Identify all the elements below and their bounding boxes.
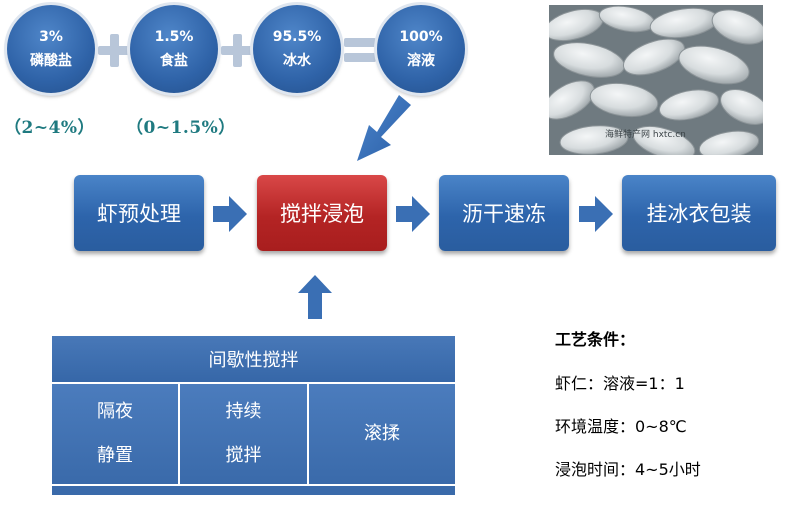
step-glaze-package: 挂冰衣包装	[622, 175, 776, 251]
ingredient-name: 溶液	[407, 53, 435, 69]
ingredient-value: 100%	[399, 29, 443, 45]
ingredient-solution: 100% 溶液	[377, 5, 465, 93]
table-cell-tumble: 滚揉	[309, 384, 455, 484]
arrow-right-icon	[213, 196, 247, 232]
photo-watermark: 海鲜特产网 hxtc.cn	[605, 130, 686, 140]
conditions-title: 工艺条件：	[555, 330, 636, 349]
ingredient-value: 3%	[39, 29, 63, 45]
ingredient-name: 冰水	[283, 53, 311, 69]
cell-line: 搅拌	[225, 445, 262, 466]
plus-icon	[221, 33, 254, 67]
ingredient-name: 食盐	[160, 53, 188, 69]
cell-line: 隔夜	[97, 401, 133, 422]
phosphate-range: （2~4%）	[4, 118, 96, 138]
salt-range: （0~1.5%）	[126, 118, 236, 138]
step-mixing-soaking: 搅拌浸泡	[257, 175, 387, 251]
condition-ratio: 虾仁：溶液=1：1	[555, 374, 685, 393]
equals-icon	[344, 38, 377, 64]
shrimp-photo	[549, 5, 763, 155]
table-header: 间歇性搅拌	[52, 336, 455, 382]
ingredient-phosphate: 3% 磷酸盐	[7, 5, 95, 93]
condition-time: 浸泡时间：4~5小时	[555, 460, 701, 479]
step-shrimp-pretreatment: 虾预处理	[74, 175, 204, 251]
solution-arrow-icon	[357, 95, 411, 161]
ingredient-ice-water: 95.5% 冰水	[253, 5, 341, 93]
arrow-right-icon	[396, 196, 430, 232]
cell-line: 持续	[225, 401, 262, 422]
cell-line: 静置	[97, 445, 133, 466]
table-footer-bar	[52, 486, 455, 495]
cell-line: 滚揉	[364, 423, 400, 444]
step-drain-freeze: 沥干速冻	[439, 175, 569, 251]
plus-icon	[98, 33, 131, 67]
condition-temperature: 环境温度：0~8℃	[555, 417, 687, 436]
arrow-up-icon	[298, 275, 332, 319]
ingredient-value: 1.5%	[154, 29, 194, 45]
ingredient-salt: 1.5% 食盐	[130, 5, 218, 93]
ingredient-value: 95.5%	[272, 29, 322, 45]
ingredient-name: 磷酸盐	[30, 53, 72, 69]
arrow-right-icon	[579, 196, 613, 232]
table-cell-continuous-stir: 持续 搅拌	[180, 384, 307, 484]
table-cell-overnight-rest: 隔夜 静置	[52, 384, 178, 484]
